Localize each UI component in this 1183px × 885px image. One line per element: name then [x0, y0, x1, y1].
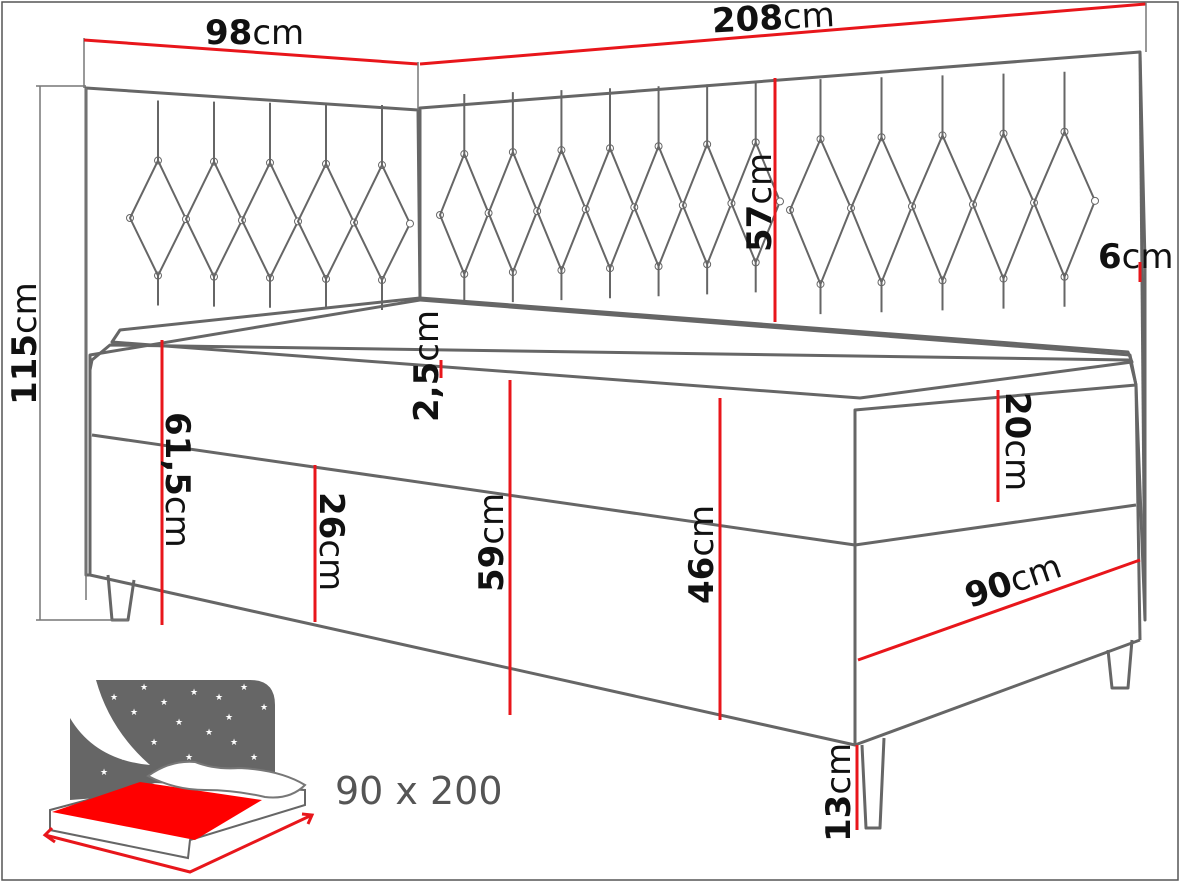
tuft-seam [240, 102, 300, 308]
star-icon: ★ [175, 718, 183, 728]
star-icon: ★ [190, 688, 198, 698]
star-icon: ★ [240, 683, 248, 693]
label-59cm: 59cm [472, 493, 512, 592]
star-icon: ★ [250, 753, 258, 763]
tuft-seam [536, 90, 587, 301]
label-115cm: 115cm [5, 282, 45, 405]
tuft-seam [487, 92, 539, 303]
label-57cm: 57cm [740, 153, 780, 252]
star-icon: ★ [120, 753, 128, 763]
star-icon: ★ [215, 693, 223, 703]
star-icon: ★ [225, 713, 233, 723]
star-icon: ★ [100, 768, 108, 778]
tuft-seam [633, 86, 684, 297]
mattress-size-label: 90 x 200 [335, 769, 503, 813]
star-icon: ★ [150, 738, 158, 748]
tuft-seam [352, 105, 412, 311]
tuft-seam [681, 84, 733, 295]
label-46cm: 46cm [682, 505, 722, 604]
tuft-seam [910, 75, 975, 311]
star-icon: ★ [140, 683, 148, 693]
star-icon: ★ [160, 698, 168, 708]
tuft-seam [184, 101, 244, 307]
label-2-5cm: 2,5cm [407, 310, 447, 422]
tuft-seam [438, 94, 490, 305]
tuft-seam [849, 77, 914, 313]
tuft-seam [971, 73, 1036, 309]
stars-icon: ★★★★★★★★★★★★★★★★★★ [95, 683, 268, 778]
star-icon: ★ [230, 738, 238, 748]
star-icon: ★ [260, 703, 268, 713]
box-spring [88, 343, 1142, 747]
label-26cm: 26cm [311, 492, 351, 591]
star-icon: ★ [185, 753, 193, 763]
star-icon: ★ [130, 708, 138, 718]
label-98cm: 98cm [205, 13, 304, 53]
mattress-size-icon: ★★★★★★★★★★★★★★★★★★ [42, 680, 315, 874]
tuft-seam [296, 103, 356, 309]
tuft-seam [128, 100, 188, 306]
tuft-button [1091, 196, 1099, 205]
mattress-topper [110, 296, 1134, 400]
label-61-5cm: 61,5cm [157, 412, 197, 548]
label-208cm: 208cm [711, 0, 836, 41]
star-icon: ★ [205, 728, 213, 738]
star-icon: ★ [110, 693, 118, 703]
tuft-seam [1032, 71, 1097, 307]
label-13cm: 13cm [819, 743, 859, 842]
dimension-lines [36, 2, 1147, 830]
tuft-seam [788, 79, 853, 315]
tuft-seam [584, 88, 636, 299]
label-20cm: 20cm [997, 392, 1037, 491]
tufted-quilting-pattern [126, 71, 1099, 315]
tuft-button [406, 219, 414, 228]
star-icon: ★ [95, 728, 103, 738]
label-6cm: 6cm [1098, 237, 1174, 277]
back-headboard [418, 50, 1147, 622]
